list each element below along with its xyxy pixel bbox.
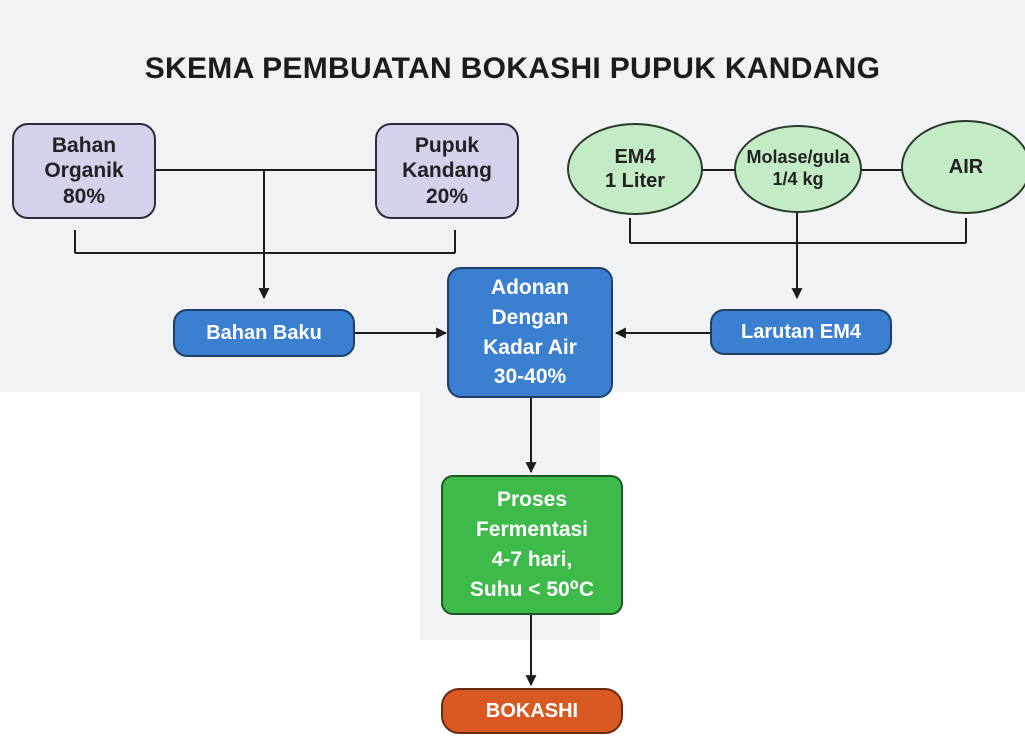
diagram-title: SKEMA PEMBUATAN BOKASHI PUPUK KANDANG: [144, 52, 881, 85]
node-air: AIR: [901, 120, 1025, 214]
node-bahan-baku: Bahan Baku: [173, 309, 355, 357]
node-pupuk-kandang: Pupuk Kandang 20%: [375, 123, 519, 219]
node-adonan: Adonan Dengan Kadar Air 30-40%: [447, 267, 613, 398]
node-molase: Molase/gula 1/4 kg: [734, 125, 862, 213]
node-larutan-em4: Larutan EM4: [710, 309, 892, 355]
node-proses-fermentasi: Proses Fermentasi 4-7 hari, Suhu < 50⁰C: [441, 475, 623, 615]
node-bokashi: BOKASHI: [441, 688, 623, 734]
node-em4: EM4 1 Liter: [567, 123, 703, 215]
node-bahan-organik: Bahan Organik 80%: [12, 123, 156, 219]
background-patch: [600, 392, 1025, 752]
background-patch: [0, 392, 420, 752]
